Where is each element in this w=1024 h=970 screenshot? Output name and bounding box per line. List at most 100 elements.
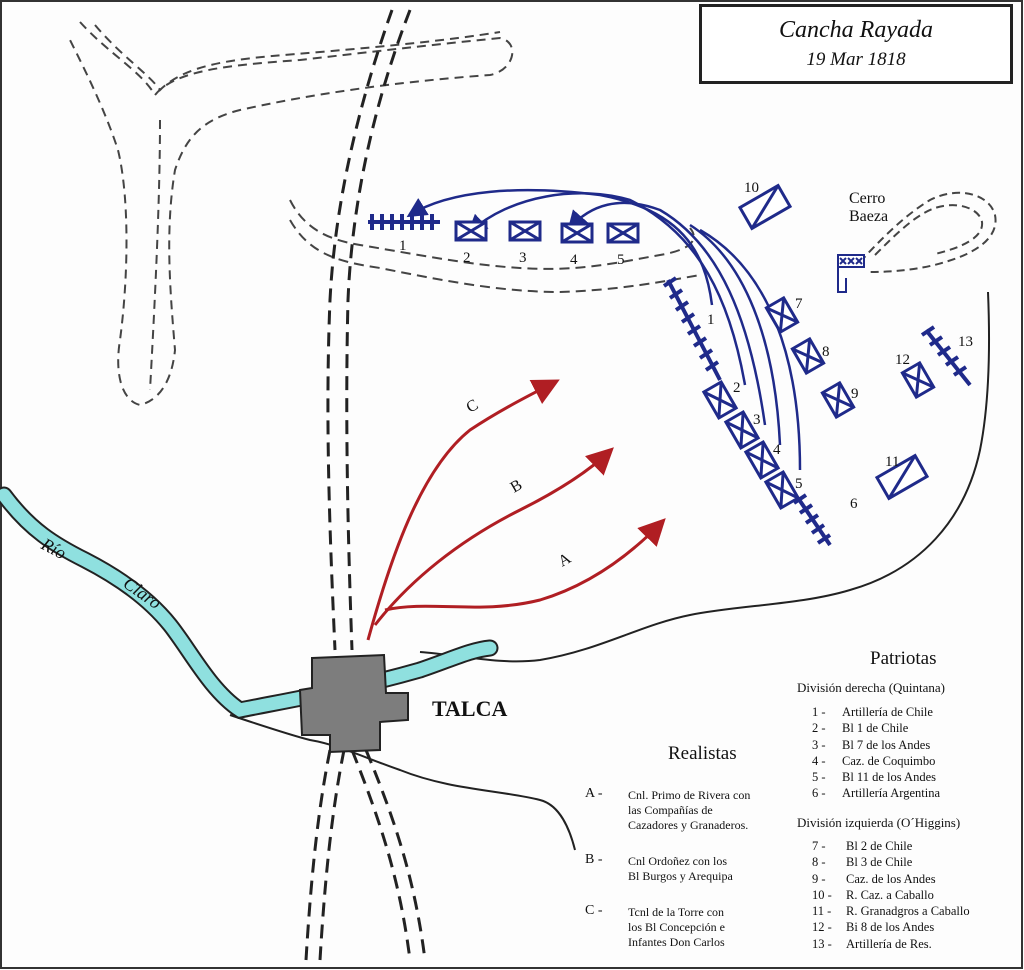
num-1-north: 1 — [399, 238, 407, 254]
arrow-b — [373, 447, 614, 626]
realista-c-line1: Tcnl de la Torre con — [628, 905, 725, 919]
patriot-retreat-arrows — [406, 188, 802, 471]
unit-4-line — [743, 439, 781, 481]
label-baeza: Baeza — [849, 208, 888, 225]
num-4-north: 4 — [570, 252, 578, 268]
unit-12 — [900, 360, 936, 400]
derecha-item: 5 -Bl 11 de los Andes — [812, 770, 936, 785]
derecha-item: 2 -Bl 1 de Chile — [812, 721, 909, 736]
num-3-north: 3 — [519, 250, 527, 266]
unit-8 — [790, 336, 826, 376]
num-2-line: 2 — [733, 380, 741, 396]
num-4-line: 4 — [773, 442, 781, 458]
num-9: 9 — [851, 386, 859, 402]
izquierda-item: 11 -R. Granadgros a Caballo — [812, 904, 970, 919]
plain-boundary — [419, 291, 991, 663]
town-talca-block — [298, 653, 409, 754]
artillery-6 — [792, 493, 832, 547]
road — [304, 9, 427, 961]
izquierda-list: 7 -Bl 2 de Chile 8 -Bl 3 de Chile 9 -Caz… — [812, 838, 970, 952]
realista-text-c: Tcnl de la Torre con los Bl Concepción e… — [628, 905, 725, 950]
title-date: 19 Mar 1818 — [806, 49, 906, 70]
derecha-item: 3 -Bl 7 de los Andes — [812, 737, 931, 752]
division-izquierda: División izquierda (O´Higgins) — [797, 815, 961, 830]
izquierda-item: 12 -Bi 8 de los Andes — [812, 920, 935, 935]
num-8: 8 — [822, 344, 830, 360]
realista-key-a: A - — [585, 786, 603, 801]
division-derecha: División derecha (Quintana) — [797, 680, 946, 695]
realista-c-line3: Infantes Don Carlos — [628, 935, 725, 949]
num-2-north: 2 — [463, 250, 471, 266]
realista-key-b: B - — [585, 852, 603, 867]
unit-numbers: 1 2 3 4 5 1 2 3 4 5 6 7 8 9 10 11 12 13 — [399, 180, 973, 512]
unit-2-north — [454, 220, 488, 242]
num-12: 12 — [895, 352, 910, 368]
ridge-central — [289, 199, 701, 294]
patriot-division-izquierda — [737, 183, 936, 501]
label-talca: TALCA — [432, 696, 507, 721]
unit-10 — [737, 183, 793, 231]
royalist-arrows — [366, 379, 666, 641]
hill-cerro-baeza — [859, 191, 997, 273]
ridge-northwest — [69, 21, 514, 407]
derecha-list: 1 -Artillería de Chile 2 -Bl 1 de Chile … — [812, 704, 940, 802]
derecha-item: 4 -Caz. de Coquimbo — [812, 753, 936, 768]
realista-text-a: Cnl. Primo de Rivera con las Compañías d… — [628, 788, 750, 833]
num-5-north: 5 — [617, 252, 625, 268]
hill-flag — [837, 254, 865, 293]
unit-5-line — [763, 469, 801, 511]
realistas-heading: Realistas — [668, 743, 737, 764]
artillery-1-north — [368, 214, 440, 230]
realista-a-line1: Cnl. Primo de Rivera con — [628, 788, 751, 802]
river-rio-claro — [0, 486, 499, 720]
unit-9 — [820, 380, 856, 420]
realista-b-line1: Cnl Ordoñez con los — [628, 854, 727, 868]
label-cerro: Cerro — [849, 190, 885, 207]
terrain-line-south — [229, 714, 576, 851]
realista-a-line2: las Compañías de — [628, 803, 713, 817]
izquierda-item: 10 -R. Caz. a Caballo — [812, 887, 934, 902]
num-1-line: 1 — [707, 312, 715, 328]
letter-a: A — [556, 550, 575, 571]
patriot-artillery — [368, 214, 972, 547]
arrow-a — [384, 518, 666, 612]
unit-5-north — [606, 222, 640, 244]
izquierda-item: 13 -Artillería de Res. — [812, 936, 932, 951]
num-13: 13 — [958, 334, 973, 350]
artillery-13 — [920, 325, 972, 387]
artillery-1-line — [662, 276, 722, 381]
unit-4-north — [560, 222, 594, 244]
title-battle: Cancha Rayada — [779, 17, 933, 43]
realista-a-line3: Cazadores y Granaderos. — [628, 818, 749, 832]
unit-7 — [764, 295, 800, 335]
num-7: 7 — [795, 296, 803, 312]
izquierda-item: 9 -Caz. de los Andes — [812, 871, 936, 886]
realista-c-line2: los Bl Concepción e — [628, 920, 725, 934]
unit-11 — [874, 453, 930, 501]
izquierda-item: 7 -Bl 2 de Chile — [812, 839, 913, 853]
num-11: 11 — [885, 454, 899, 470]
num-3-line: 3 — [753, 412, 761, 428]
num-6: 6 — [850, 496, 858, 512]
realista-text-b: Cnl Ordoñez con los Bl Burgos y Arequipa — [628, 854, 733, 884]
realista-b-line2: Bl Burgos y Arequipa — [628, 869, 733, 883]
unit-3-north — [508, 220, 542, 242]
num-10: 10 — [744, 180, 759, 196]
realista-key-c: C - — [585, 903, 603, 918]
title-box: Cancha Rayada 19 Mar 1818 — [699, 4, 1013, 84]
letter-c: C — [464, 396, 482, 416]
unit-3-line — [723, 409, 761, 451]
patriot-infantry-north — [454, 220, 640, 244]
derecha-item: 6 -Artillería Argentina — [812, 786, 941, 801]
patriot-infantry-line — [701, 379, 801, 511]
izquierda-item: 8 -Bl 3 de Chile — [812, 855, 913, 870]
patriotas-heading: Patriotas — [870, 648, 937, 669]
letter-b: B — [508, 476, 526, 496]
num-5-line: 5 — [795, 476, 803, 492]
arrow-c — [366, 379, 560, 641]
derecha-item: 1 -Artillería de Chile — [812, 705, 933, 719]
unit-2-line — [701, 379, 739, 421]
